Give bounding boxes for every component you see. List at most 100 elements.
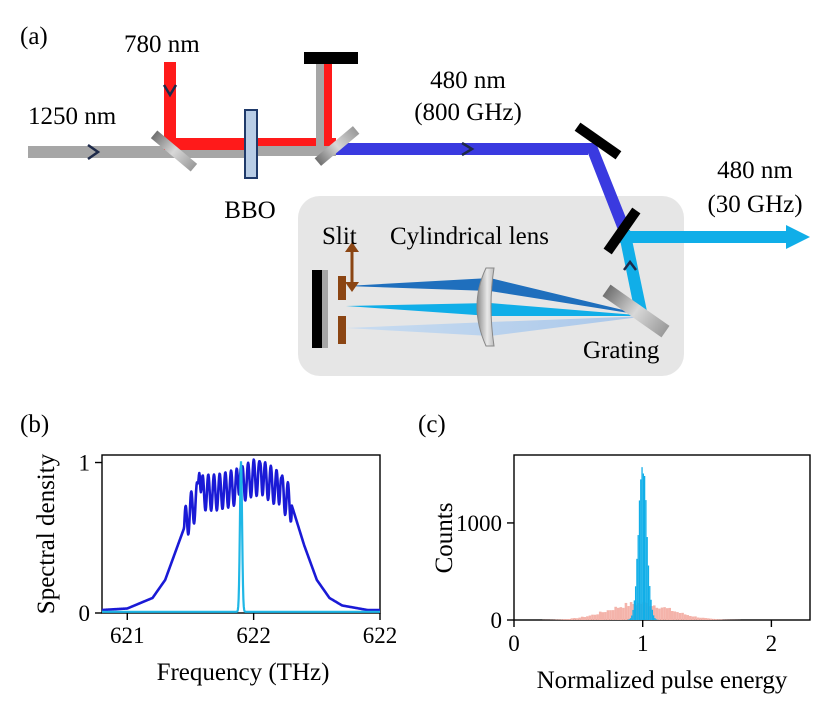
broad-histogram-bar: [704, 618, 708, 620]
broad-histogram-bar: [565, 619, 569, 620]
broad-histogram-bar: [606, 610, 610, 620]
broad-histogram-bar: [604, 612, 607, 620]
narrow-histogram-bar: [654, 618, 656, 620]
broad-histogram-bar: [691, 616, 695, 620]
y-tick-label: 1: [79, 451, 91, 476]
separator-mirror: [314, 126, 360, 166]
slit-blade-upper: [338, 276, 346, 300]
x-tick-label: 0: [508, 631, 520, 656]
broad-histogram-bar: [717, 619, 720, 620]
narrow-histogram-bar: [652, 615, 655, 620]
narrow-histogram-bar: [642, 473, 644, 620]
panel-c-series-group: [542, 467, 741, 620]
slit-adjust-arrow-head-up: [345, 242, 359, 252]
broad-histogram-bar: [622, 607, 625, 620]
panel-b-series-group: [101, 458, 381, 613]
panel-c-x-axis-label: Normalized pulse energy: [537, 667, 788, 694]
broad-histogram-bar: [619, 607, 623, 620]
broad-histogram-bar: [624, 602, 628, 620]
broad-histogram-bar: [663, 607, 666, 620]
panel-a: (a): [20, 23, 810, 376]
broad-histogram-bar: [578, 617, 581, 620]
narrow-histogram-bar: [651, 609, 653, 620]
panel-b-y-axis-label: Spectral density: [33, 453, 60, 614]
ir-residual-vertical: [316, 62, 324, 146]
y-tick-label: 1000: [456, 511, 502, 536]
broad-histogram-bar: [627, 606, 630, 620]
broad-histogram-bar: [598, 611, 602, 620]
broad-histogram-bar: [575, 618, 579, 620]
broad-histogram-bar: [689, 615, 692, 620]
beam-direction-arrow-icon: [623, 259, 637, 271]
broad-histogram-bar: [629, 602, 633, 620]
narrow-histogram-bar: [629, 618, 632, 620]
broad-histogram-bar: [694, 616, 697, 620]
narrow-histogram-bar: [647, 565, 650, 620]
blue-beam-broad: [336, 143, 588, 155]
label-780nm: 780 nm: [124, 31, 200, 58]
broad-histogram-bar: [570, 618, 574, 620]
label-30ghz: (30 GHz): [707, 191, 802, 218]
bbo-crystal: [244, 109, 258, 179]
label-480nm-broad: 480 nm: [430, 67, 506, 94]
red-residual-vertical: [324, 62, 332, 146]
steering-mirror: [574, 122, 622, 160]
broad-histogram-bar: [678, 612, 682, 620]
broad-histogram-bar: [596, 614, 599, 620]
broad-histogram-bar: [709, 618, 713, 620]
broad-histogram-bar: [719, 619, 723, 620]
broad-histogram-bar: [712, 618, 715, 620]
panel-a-label: (a): [20, 23, 48, 50]
dispersed-beam-center: [346, 303, 648, 316]
broad-histogram-bar: [658, 608, 661, 620]
broad-histogram-bar: [714, 619, 718, 620]
broad-histogram-bar: [696, 617, 700, 620]
output-arrow-icon: [786, 225, 810, 249]
label-bbo: BBO: [224, 197, 275, 224]
x-tick-label: 622: [236, 623, 271, 648]
narrow-histogram-bar: [632, 609, 634, 620]
narrow-histogram-bar: [631, 615, 633, 620]
panel-c-y-axis-label: Counts: [431, 503, 458, 574]
label-grating: Grating: [583, 337, 660, 364]
broad-histogram-bar: [671, 611, 674, 620]
ir-residual-beam: [256, 146, 336, 156]
narrow-histogram-bar: [633, 600, 635, 620]
narrow-histogram-bar: [650, 599, 652, 620]
blue-beam-narrow-return: [618, 230, 648, 318]
broad-histogram-bar: [568, 618, 571, 620]
beam-direction-arrow-icon: [461, 141, 475, 157]
dispersed-beam-lower: [346, 316, 648, 336]
y-tick-label: 0: [491, 608, 503, 633]
red-beam-780-vertical: [164, 62, 176, 146]
slit-blade-lower: [338, 316, 346, 344]
broad-histogram-bar: [588, 615, 592, 620]
broad-histogram-bar: [655, 607, 659, 620]
narrow-histogram-bar: [641, 467, 643, 620]
panel-c-label: (c): [418, 411, 446, 438]
narrow-histogram-bar: [646, 537, 648, 620]
y-tick-label: 0: [79, 601, 91, 626]
x-tick-label: 2: [766, 631, 778, 656]
panel-b-plot-frame: [101, 454, 381, 614]
broad-histogram-bar: [676, 612, 679, 620]
slit-backplate-edge: [322, 270, 328, 348]
panel-c-plot-frame: [513, 454, 811, 621]
broad-histogram-bar: [583, 617, 587, 620]
broad-histogram-bar: [681, 612, 684, 620]
beam-dump: [304, 52, 358, 64]
pickoff-mirror: [603, 207, 641, 255]
x-tick-label: 622: [363, 623, 398, 648]
narrow-histogram-bar: [638, 500, 641, 620]
label-480nm-narrow: 480 nm: [717, 157, 793, 184]
broad-histogram-bar: [668, 607, 671, 620]
broad-histogram-bar: [560, 619, 563, 620]
beam-direction-arrow-icon: [87, 143, 101, 161]
narrow-spectrum-line: [102, 461, 380, 613]
label-1250nm: 1250 nm: [28, 103, 117, 130]
narrow-histogram-bar: [636, 558, 638, 620]
